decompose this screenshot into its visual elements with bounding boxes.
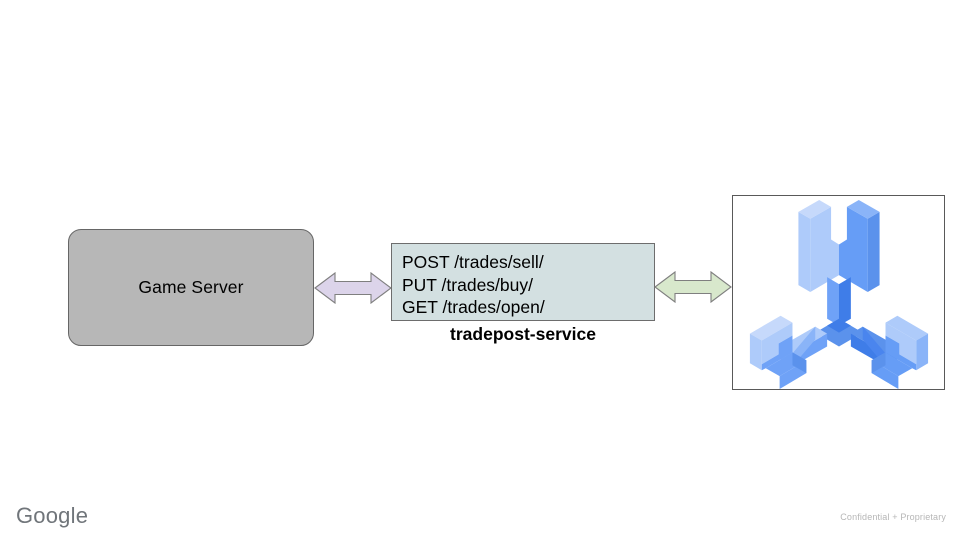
- confidentiality-note: Confidential + Proprietary: [840, 512, 946, 522]
- double-headed-arrow-icon: [654, 270, 732, 304]
- game-server-node[interactable]: Game Server: [68, 229, 314, 346]
- game-server-label: Game Server: [138, 277, 244, 297]
- tooling-icon-panel[interactable]: [732, 195, 945, 390]
- tradepost-service-node[interactable]: POST /trades/sell/ PUT /trades/buy/ GET …: [391, 243, 655, 321]
- endpoint-line: POST /trades/sell/: [402, 252, 544, 272]
- google-wordmark: Google: [16, 503, 89, 528]
- double-headed-arrow-icon: [314, 271, 392, 305]
- connector-game-server-to-service: [313, 262, 393, 314]
- isometric-three-pronged-wrench-icon: [749, 199, 929, 389]
- tradepost-service-caption: tradepost-service: [450, 324, 596, 344]
- endpoint-line: PUT /trades/buy/: [402, 274, 533, 295]
- connector-service-to-tooling: [653, 260, 733, 314]
- endpoint-line: GET /trades/open/: [402, 297, 545, 317]
